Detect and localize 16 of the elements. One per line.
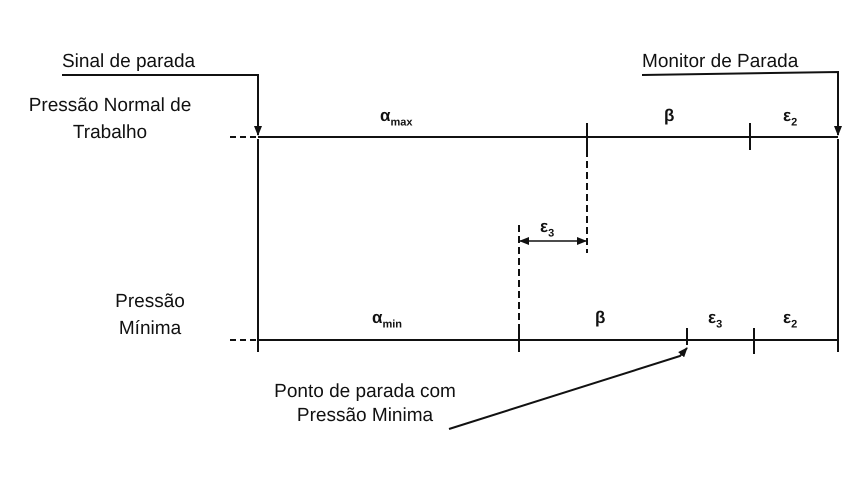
- axis-label: Pressão Normal de Trabalho: [28, 94, 192, 145]
- leader-line: [641, 70, 842, 136]
- interval-symbol: α$_{max}$: [380, 106, 412, 130]
- interval-symbol: ε$_{2}$: [783, 308, 798, 332]
- leader-line: [61, 74, 262, 136]
- leader-line: [448, 347, 688, 430]
- axis-label: Pressão Mínima: [114, 290, 186, 341]
- interval-symbol: ε$_{3}$: [540, 217, 554, 242]
- interval-symbol: ε$_{2}$: [783, 106, 798, 130]
- callout-text: Monitor de Parada: [642, 50, 798, 74]
- interval-symbol: α$_{min}$: [372, 308, 402, 332]
- callout-text: Sinal de parada: [62, 50, 196, 74]
- callout-text: Ponto de parada com Pressão Minima: [245, 380, 485, 428]
- interval-symbol: β: [595, 308, 606, 328]
- interval-symbol: ε$_{3}$: [708, 308, 722, 332]
- interval-symbol: β: [664, 106, 674, 126]
